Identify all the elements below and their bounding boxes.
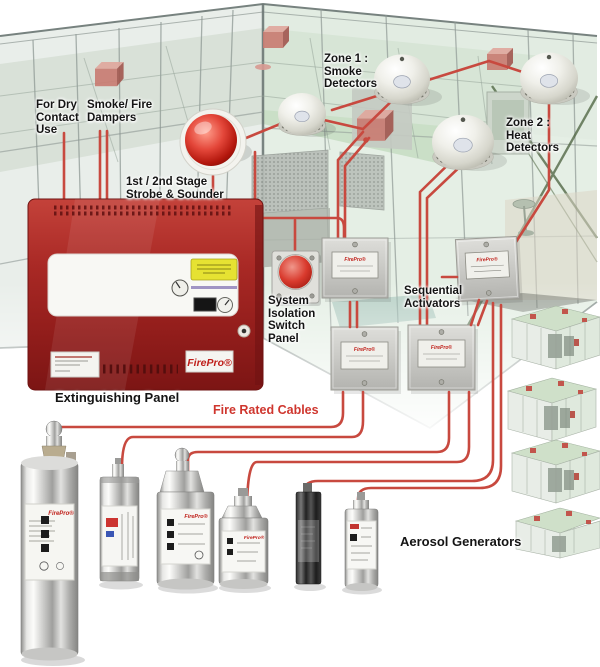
svg-text:FirePro®: FirePro®: [48, 510, 74, 517]
extinguishing-panel: FirePro®: [27, 198, 264, 391]
label-zone2: Zone 2 : Heat Detectors: [506, 117, 560, 155]
strobe-sounder: [179, 108, 252, 176]
isolation-switch: [271, 250, 321, 306]
room-thumbnail-1: [510, 305, 600, 370]
svg-text:FirePro®: FirePro®: [344, 256, 366, 263]
sequential-activator-2: FirePro®: [454, 235, 523, 306]
generator-label: [24, 503, 75, 581]
room-thumbnail-4: [514, 507, 600, 559]
sequential-activator-1: FirePro®: [321, 237, 391, 302]
label-zone1: Zone 1 : Smoke Detectors: [324, 53, 378, 91]
label-dampers: Smoke/ Fire Dampers: [87, 99, 153, 124]
cable-zone2-drop2: [514, 95, 551, 244]
label-fire-rated-cables: Fire Rated Cables: [213, 403, 319, 417]
panel-info-label: [50, 351, 100, 378]
heat-detector-2: [432, 114, 507, 171]
cable-a2-a4: [469, 298, 489, 327]
svg-text:FirePro®: FirePro®: [244, 534, 265, 541]
emergency-button: [279, 255, 312, 289]
aerosol-generator-1: FirePro®: [20, 420, 85, 666]
cable-a1-a3: [348, 300, 359, 329]
fire-damper-1: [95, 62, 124, 87]
room-thumbnail-2: [506, 377, 598, 442]
svg-text:FirePro®: FirePro®: [184, 513, 208, 520]
aerosol-generator-3: FirePro®: [156, 447, 218, 594]
firepro-brand-text: FirePro®: [187, 357, 232, 369]
cable-bus-gen2: [120, 390, 365, 470]
fire-damper-4: [357, 110, 394, 141]
aerosol-generator-6: [342, 492, 382, 595]
label-dry-contact: For Dry Contact Use: [36, 99, 79, 137]
label-isolation: System Isolation Switch Panel: [268, 295, 316, 345]
svg-text:FirePro®: FirePro®: [476, 255, 498, 263]
label-aerosol-generators: Aerosol Generators: [400, 534, 522, 549]
cable-ceiling-drop-1: [336, 130, 371, 242]
warning-label: [190, 258, 238, 281]
svg-text:FirePro®: FirePro®: [354, 346, 376, 353]
svg-text:FirePro®: FirePro®: [431, 344, 453, 351]
label-extinguishing-panel: Extinguishing Panel: [55, 390, 180, 405]
firepro-badge: [185, 350, 234, 373]
cable-bus-gen4: [245, 390, 471, 514]
room-thumbnail-3: [510, 439, 600, 504]
smoke-detector-1: [278, 93, 336, 137]
aerosol-generator-4: FirePro®: [218, 488, 271, 593]
sequential-activator-4: FirePro®: [407, 324, 478, 394]
label-strobe: 1st / 2nd Stage Strobe & Sounder: [126, 176, 224, 201]
heat-detector-1: [520, 52, 590, 105]
ceiling-fitting: [255, 64, 271, 70]
label-sequential: Sequential Activators: [404, 285, 463, 310]
fire-damper-2: [263, 26, 289, 48]
aerosol-generator-5: [294, 483, 326, 591]
panel-display: [193, 297, 217, 312]
aerosol-generator-2: [99, 458, 143, 590]
sequential-activator-3: FirePro®: [330, 326, 401, 394]
smoke-detector-2: [374, 54, 442, 106]
